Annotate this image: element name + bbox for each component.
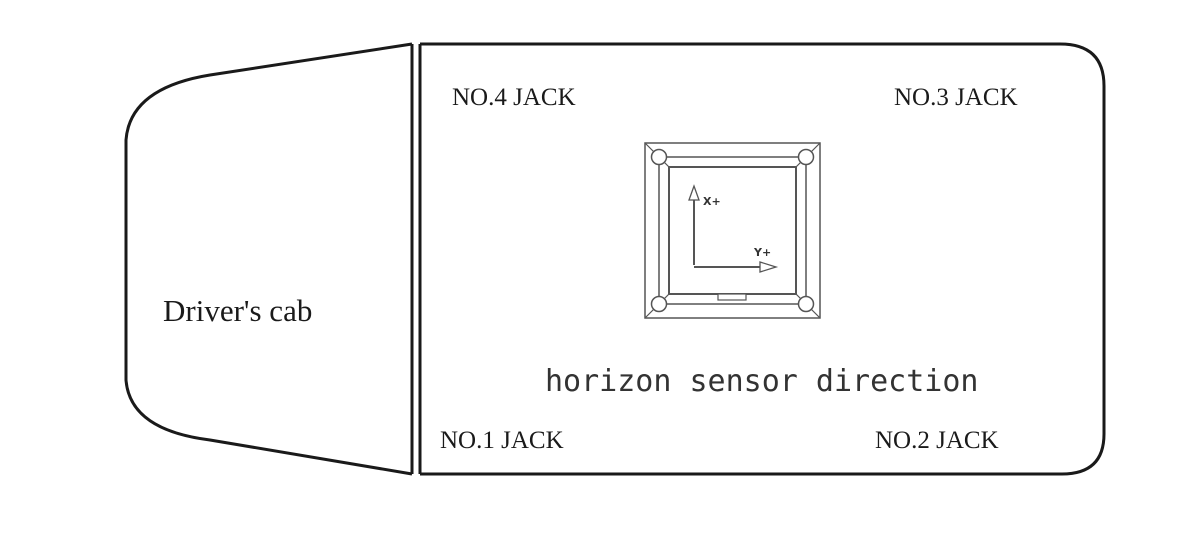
y-axis-arrow-icon	[694, 261, 779, 273]
y-axis-label: Y+	[753, 246, 771, 259]
horizon-sensor-caption: horizon sensor direction	[545, 364, 978, 399]
drivers-cab-outline	[124, 42, 413, 476]
jack-no3-label: NO.3 JACK	[894, 84, 1018, 111]
mount-hole-top-left	[650, 148, 668, 166]
sensor-outer-frame	[644, 142, 821, 319]
jack-no2-label: NO.2 JACK	[875, 427, 999, 454]
horizon-sensor-icon: X+ Y+	[644, 142, 821, 319]
mount-hole-bottom-left	[650, 295, 668, 313]
vehicle-body-outline	[420, 42, 1106, 476]
jack-no4-label: NO.4 JACK	[452, 84, 576, 111]
sensor-connector-tab	[717, 293, 747, 301]
jack-no1-label: NO.1 JACK	[440, 427, 564, 454]
mount-hole-bottom-right	[797, 295, 815, 313]
sensor-inner-frame	[668, 166, 797, 295]
mount-hole-top-right	[797, 148, 815, 166]
x-axis-label: X+	[703, 195, 721, 208]
sensor-middle-frame	[658, 156, 807, 305]
drivers-cab-label: Driver's cab	[163, 293, 312, 328]
x-axis-arrow-icon	[688, 184, 700, 265]
